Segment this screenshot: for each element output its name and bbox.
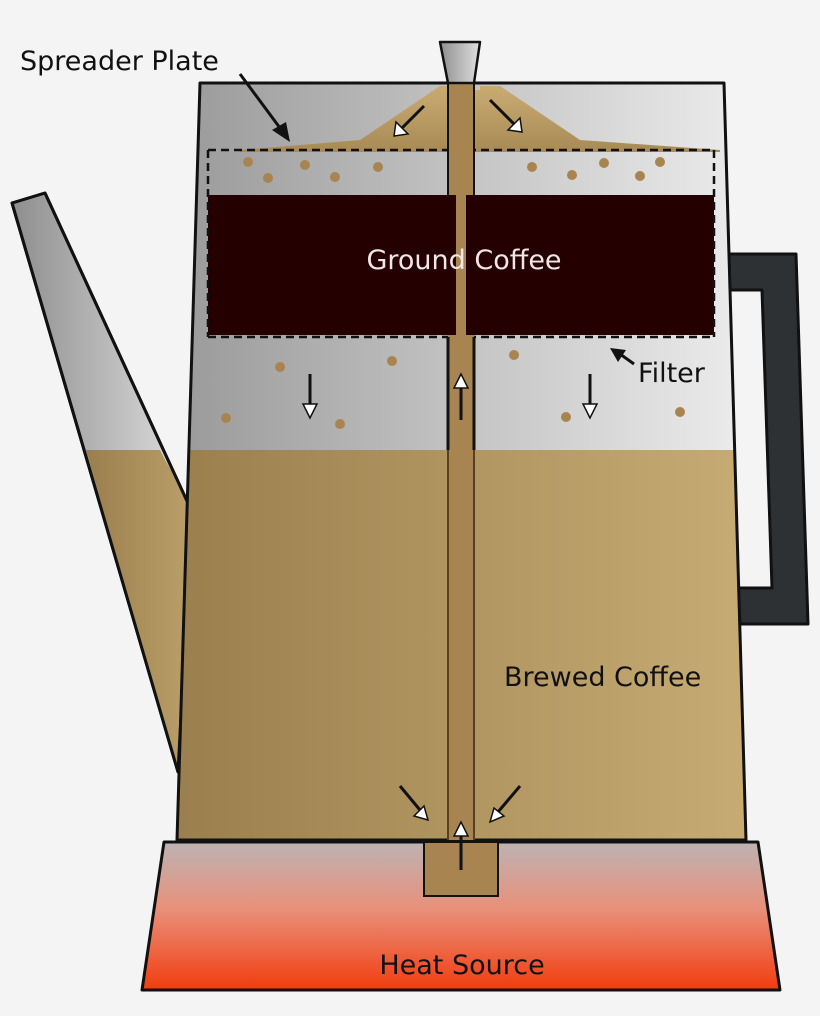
arrow-spread-right: [488, 98, 523, 133]
coffee-particles: [221, 157, 685, 429]
spreader-plate-pointer: [238, 73, 290, 142]
arrow-spread-left: [393, 104, 426, 137]
arrow-drip-right: [581, 374, 599, 420]
arrow-heat-up: [452, 820, 470, 837]
arrow-tube-up: [452, 372, 470, 420]
heat-source: [140, 820, 782, 992]
filter-label: Filter: [638, 358, 706, 389]
spreader-plate-label: Spreader Plate: [20, 46, 219, 77]
brewed-coffee-label: Brewed Coffee: [504, 662, 701, 693]
arrow-inflow-right: [488, 785, 522, 824]
arrow-inflow-left: [398, 785, 430, 822]
percolator-tube: [438, 40, 482, 840]
filter-pointer: [610, 348, 635, 366]
ground-coffee-label: Ground Coffee: [366, 245, 561, 276]
arrow-drip-left: [301, 374, 319, 420]
heat-source-label: Heat Source: [379, 950, 544, 981]
spreader-plate: [240, 86, 720, 152]
flow-arrows: [301, 98, 599, 824]
handle: [726, 252, 810, 626]
tube-cap: [438, 40, 482, 85]
